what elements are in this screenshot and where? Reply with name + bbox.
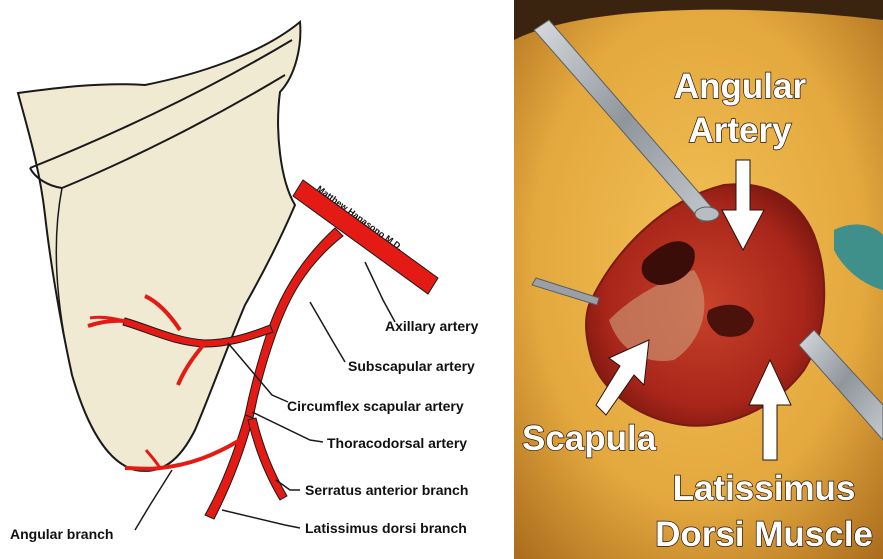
- surgical-photo: Angular Artery Scapula Latissimus Dorsi …: [514, 0, 883, 559]
- thoracodorsal-artery-shape: [205, 415, 253, 519]
- label-angular-branch: Angular branch: [10, 526, 113, 542]
- axillary-artery-shape: [293, 180, 438, 294]
- anatomical-illustration: Matthew Hanasono M.D. Axillary artery Su…: [0, 0, 510, 559]
- angular-leader: [135, 470, 172, 530]
- label-thoracodorsal-artery: Thoracodorsal artery: [327, 435, 467, 451]
- axillary-leader: [365, 262, 395, 322]
- scapula-bone-illustration: [18, 22, 300, 471]
- upper-retractor-tip: [695, 207, 719, 221]
- label-angular-artery-line2: Artery: [688, 111, 792, 150]
- label-latissimus-dorsi-branch: Latissimus dorsi branch: [305, 520, 467, 536]
- label-angular-artery-line1: Angular: [674, 67, 807, 106]
- latissimus-leader: [222, 510, 300, 528]
- serratus-anterior-branch-shape: [248, 418, 287, 500]
- label-latissimus-line2: Dorsi Muscle: [655, 515, 873, 554]
- label-circumflex-scapular-artery: Circumflex scapular artery: [287, 398, 464, 414]
- thoracodorsal-leader: [252, 412, 323, 442]
- label-subscapular-artery: Subscapular artery: [348, 358, 475, 374]
- label-scapula: Scapula: [522, 419, 657, 458]
- label-latissimus-line1: Latissimus: [673, 469, 856, 508]
- label-axillary-artery: Axillary artery: [385, 318, 479, 334]
- label-serratus-anterior-branch: Serratus anterior branch: [305, 482, 468, 498]
- subscapular-leader: [310, 302, 345, 362]
